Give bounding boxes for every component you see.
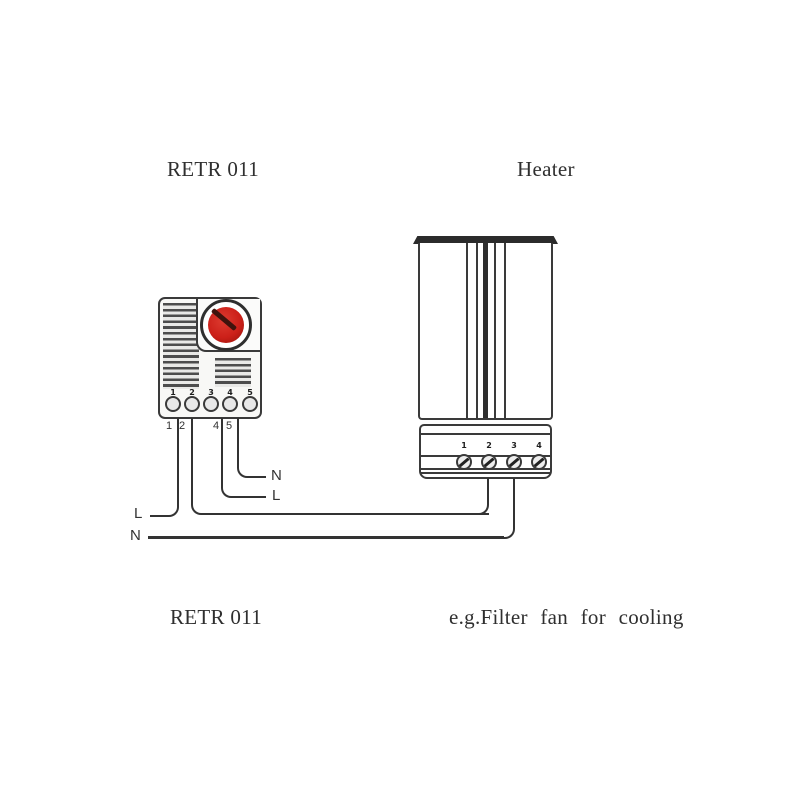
terminal-screw-icon xyxy=(242,396,258,412)
dial-slot-icon xyxy=(210,307,238,332)
wire-number-2: 2 xyxy=(179,420,186,432)
wire-heater-drop-right xyxy=(501,478,515,539)
wire-terminal4-stub-L xyxy=(221,418,266,498)
vent-grille-right-icon xyxy=(215,358,251,387)
screw-terminal-icon xyxy=(531,454,547,470)
heater-terminal-number: 4 xyxy=(536,441,542,450)
label-filter-fan-caption: e.g.Filter fan for cooling xyxy=(449,605,684,629)
wire-heater-drop-left xyxy=(476,478,489,515)
label-supply-N: N xyxy=(130,527,141,544)
wire-terminal5-stub-N xyxy=(236,418,266,478)
label-supply-L: L xyxy=(134,505,143,522)
heater-element-line xyxy=(466,243,468,418)
label-stub-N: N xyxy=(271,467,282,484)
wire-number-4: 4 xyxy=(213,420,220,432)
terminal-screw-icon xyxy=(165,396,181,412)
heater-terminal-number: 1 xyxy=(461,441,467,450)
label-heater: Heater xyxy=(517,157,575,181)
heater-element-line xyxy=(483,243,488,418)
label-stub-L: L xyxy=(272,487,281,504)
terminal-screw-icon xyxy=(203,396,219,412)
thermostat-terminal-number: 3 xyxy=(208,388,214,397)
terminal-screw-icon xyxy=(184,396,200,412)
thermostat-terminal-number: 5 xyxy=(247,388,253,397)
heater-element-line xyxy=(476,243,478,418)
heater-terminal-block: 1 2 3 4 xyxy=(419,424,552,479)
terminal-block-line xyxy=(421,472,550,474)
screw-terminal-icon xyxy=(456,454,472,470)
heater-body xyxy=(418,243,553,420)
screw-terminal-icon xyxy=(506,454,522,470)
wire-terminal2-to-heater xyxy=(190,418,489,515)
terminal-screw-icon xyxy=(222,396,238,412)
dial-knob-icon xyxy=(208,307,244,343)
label-thermostat-model-bottom: RETR 011 xyxy=(170,605,263,629)
screw-terminal-icon xyxy=(481,454,497,470)
label-thermostat-model-top: RETR 011 xyxy=(167,157,260,181)
vent-grille-left-icon xyxy=(163,303,199,389)
heater-terminal-number: 3 xyxy=(511,441,517,450)
heater-element-line xyxy=(504,243,506,418)
wire-neutral-run xyxy=(148,536,504,539)
thermostat-terminal-number: 2 xyxy=(189,388,195,397)
thermostat-dial xyxy=(200,299,252,351)
thermostat-terminal-number: 1 xyxy=(170,388,176,397)
heater-element-line xyxy=(494,243,496,418)
wire-terminal1-to-L xyxy=(150,418,179,517)
heater-terminal-number: 2 xyxy=(486,441,492,450)
thermostat-terminal-number: 4 xyxy=(227,388,233,397)
thermostat-device: 1 2 3 4 5 xyxy=(158,297,262,419)
heater-top-cap xyxy=(413,236,558,244)
terminal-block-line xyxy=(421,433,550,435)
